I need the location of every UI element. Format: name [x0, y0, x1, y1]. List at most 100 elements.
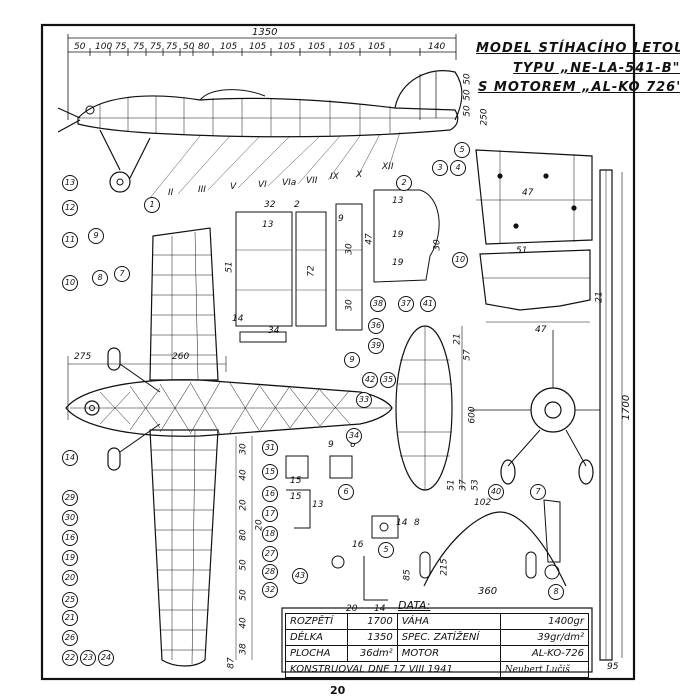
- dim-gear-1: 102: [474, 498, 492, 508]
- part-callout-34: 34: [346, 428, 362, 444]
- row-value-2: AL-KO-726: [499, 645, 590, 662]
- part-callout-42: 42: [362, 372, 378, 388]
- page-number: 20: [330, 684, 346, 697]
- footer-designed: KONSTRUOVAL DNE 17 VIII 1941: [285, 661, 501, 678]
- fuselage-side-view: [57, 70, 463, 199]
- dim-seg-9: 105: [220, 42, 238, 52]
- dim-wing-station-2: 40: [238, 469, 249, 481]
- dim-wing-station-7: 40: [238, 617, 249, 629]
- dim-panel-a-3: 51: [224, 261, 235, 273]
- part-callout-36: 36: [368, 318, 384, 334]
- part-callout-33: 33: [356, 392, 372, 408]
- former-frame: [475, 149, 593, 323]
- dim-seg-13: 105: [338, 42, 356, 52]
- part-callout-15: 15: [262, 464, 278, 480]
- part-callout-43: 43: [292, 568, 308, 584]
- row-label-2: MOTOR: [396, 645, 501, 662]
- part-callout-16: 16: [62, 530, 78, 546]
- dim-wing-station-3: 20: [238, 499, 249, 511]
- part-callout-20: 20: [62, 570, 78, 586]
- part-callout-24: 24: [98, 650, 114, 666]
- part-callout-39: 39: [368, 338, 384, 354]
- part-callout-6: 6: [338, 484, 354, 500]
- row-value-2: 1400gr: [499, 613, 590, 630]
- dim-panel-b-6: 30: [344, 299, 355, 311]
- dim-former-bottom: 47: [535, 325, 547, 335]
- dim-stab-chord-4: 37: [458, 479, 469, 491]
- dim-panel-b-5: 13: [392, 196, 404, 206]
- dim-seg-3: 75: [115, 42, 127, 52]
- dim-former-width: 51: [516, 246, 528, 256]
- station-VI: VI: [258, 180, 267, 190]
- part-callout-25: 25: [62, 592, 78, 608]
- part-callout-10b: 10: [452, 252, 468, 268]
- dim-former-right: 21: [594, 291, 605, 303]
- dim-panel-a-6: 14: [232, 314, 244, 324]
- row-label: ROZPĚTÍ: [285, 613, 348, 630]
- station-IX: IX: [330, 172, 339, 182]
- dim-gear-2: 215: [439, 558, 450, 576]
- part-callout-21: 21: [62, 610, 78, 626]
- station-II: II: [168, 188, 174, 198]
- row-label: DÉLKA: [285, 629, 348, 646]
- data-heading: DATA:: [398, 599, 431, 612]
- station-X: X: [356, 170, 363, 180]
- dim-seg-1: 50: [74, 42, 86, 52]
- wing-plan-view: [65, 227, 393, 667]
- data-table: ROZPĚTÍ 1700 VÁHA 1400gr DÉLKA 1350 SPEC…: [285, 613, 590, 678]
- dim-panel-a-4: 72: [306, 265, 317, 277]
- dim-seg-4: 75: [133, 42, 145, 52]
- dim-seg-5: 75: [150, 42, 162, 52]
- table-row: KONSTRUOVAL DNE 17 VIII 1941 Neubert Luč…: [285, 661, 590, 678]
- part-callout-4: 4: [450, 160, 466, 176]
- stabilizer-plan-view: [395, 325, 463, 491]
- dim-panel-b-4: 19: [392, 230, 404, 240]
- part-callout-23: 23: [80, 650, 96, 666]
- dim-panel-b-7: 19: [392, 258, 404, 268]
- part-callout-2: 2: [396, 175, 412, 191]
- title-line-2: TYPU „NE-LA-541-B": [513, 61, 680, 76]
- dim-panel-b-3: 47: [364, 233, 375, 245]
- dim-wing-root: 260: [172, 352, 190, 362]
- part-callout-8b: 8: [548, 584, 564, 600]
- part-callout-30: 30: [62, 510, 78, 526]
- part-callout-18: 18: [262, 526, 278, 542]
- table-row: DÉLKA 1350 SPEC. ZATÍŽENÍ 39gr/dm²: [285, 629, 590, 646]
- part-callout-41: 41: [420, 296, 436, 312]
- dim-seg-2: 100: [95, 42, 113, 52]
- dim-stab-chord-1: 21: [452, 333, 463, 345]
- dim-small-4: 13: [312, 500, 324, 510]
- dim-small-3: 15: [290, 492, 302, 502]
- dim-right-3: 50: [462, 105, 473, 117]
- dim-seg-11: 105: [278, 42, 296, 52]
- part-callout-31: 31: [262, 440, 278, 456]
- dim-panel-a-8: 15: [290, 476, 302, 486]
- dim-right-2: 50: [462, 89, 473, 101]
- station-VIa: VIa: [282, 178, 297, 188]
- part-callout-12: 12: [62, 200, 78, 216]
- part-callout-37: 37: [398, 296, 414, 312]
- table-row: PLOCHA 36dm² MOTOR AL-KO-726: [285, 645, 590, 662]
- station-III: III: [198, 185, 206, 195]
- part-callout-26: 26: [62, 630, 78, 646]
- part-callout-35: 35: [380, 372, 396, 388]
- dim-bottom-right: 95: [607, 662, 619, 672]
- station-V: V: [230, 182, 237, 192]
- dim-wing-station-5: 50: [238, 559, 249, 571]
- dim-right-1: 50: [462, 73, 473, 85]
- row-value: 1350: [346, 629, 398, 646]
- station-XII: XII: [382, 162, 394, 172]
- row-label-2: SPEC. ZATÍŽENÍ: [396, 629, 501, 646]
- dim-panel-a-7: 34: [268, 326, 280, 336]
- part-callout-38: 38: [370, 296, 386, 312]
- dim-nose-width: 275: [74, 352, 92, 362]
- dim-wing-station-1: 30: [238, 443, 249, 455]
- dim-small-2: 6: [350, 440, 356, 450]
- dim-stab-chord-2: 57: [462, 349, 473, 361]
- dim-panel-b-8: 30: [432, 239, 443, 251]
- dim-panel-b-1: 9: [338, 214, 344, 224]
- dim-wing-station-4: 80: [238, 529, 249, 541]
- dim-small-6: 14: [374, 604, 386, 614]
- part-callout-22: 22: [62, 650, 78, 666]
